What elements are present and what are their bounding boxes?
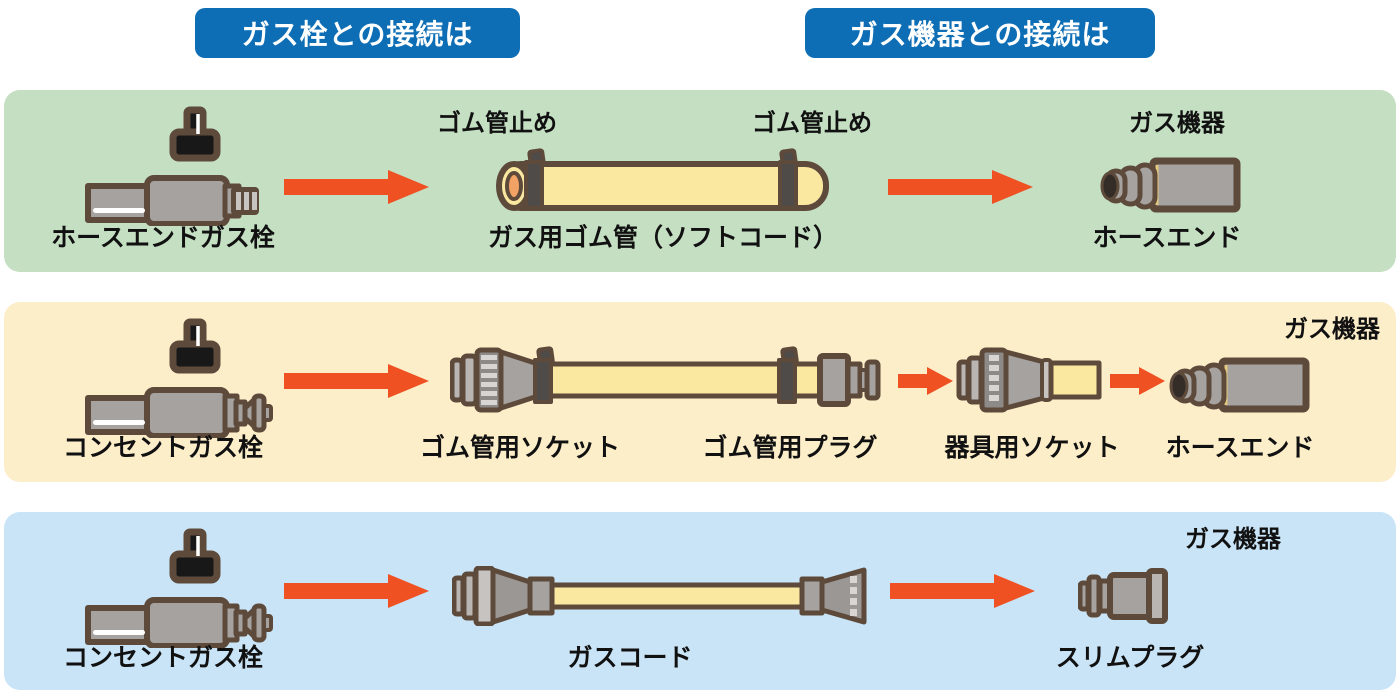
concent-gas-valve-icon	[85, 526, 275, 648]
badge-gas-valve-connection: ガス栓との接続は	[195, 8, 520, 58]
badge-gas-appliance-connection: ガス機器との接続は	[805, 8, 1155, 58]
flow-arrow-small-icon	[898, 366, 954, 396]
label-appliance-socket: 器具用ソケット	[944, 433, 1120, 462]
concent-gas-valve-icon	[85, 316, 275, 438]
flow-arrow-icon	[890, 573, 1036, 609]
label-rubber-hose-socket: ゴム管用ソケット	[419, 433, 621, 462]
label-concent-gas-valve: コンセントガス栓	[62, 433, 264, 462]
label-clamp-right: ゴム管止め	[752, 109, 872, 137]
flow-arrow-icon	[284, 363, 430, 399]
label-gas-code: ガスコード	[567, 643, 693, 672]
label-slim-plug: スリムプラグ	[1055, 643, 1205, 672]
label-gas-appliance: ガス機器	[1129, 109, 1225, 137]
flow-arrow-small-icon	[1110, 366, 1166, 396]
label-gas-rubber-hose: ガス用ゴム管（ソフトコード）	[487, 223, 839, 252]
rubber-hose-icon	[492, 148, 834, 211]
label-concent-gas-valve: コンセントガス栓	[62, 643, 264, 672]
appliance-socket-icon	[956, 346, 1104, 414]
label-hose-end-gas-valve: ホースエンドガス栓	[51, 223, 275, 252]
hose-end-icon	[1164, 352, 1312, 416]
flow-arrow-icon	[284, 573, 430, 609]
label-hose-end: ホースエンド	[1092, 223, 1242, 252]
flow-arrow-icon	[888, 169, 1034, 205]
label-rubber-hose-plug: ゴム管用プラグ	[702, 433, 878, 462]
slim-plug-icon	[1078, 566, 1170, 626]
socket-hose-plug-icon	[450, 344, 882, 416]
hose-end-icon	[1095, 152, 1243, 216]
gas-code-icon	[452, 566, 876, 626]
flow-arrow-icon	[284, 169, 430, 205]
hose-end-gas-valve-icon	[85, 104, 259, 226]
label-clamp-left: ゴム管止め	[437, 109, 557, 137]
label-gas-appliance: ガス機器	[1284, 315, 1380, 343]
label-gas-appliance: ガス機器	[1185, 525, 1281, 553]
label-hose-end: ホースエンド	[1165, 433, 1315, 462]
